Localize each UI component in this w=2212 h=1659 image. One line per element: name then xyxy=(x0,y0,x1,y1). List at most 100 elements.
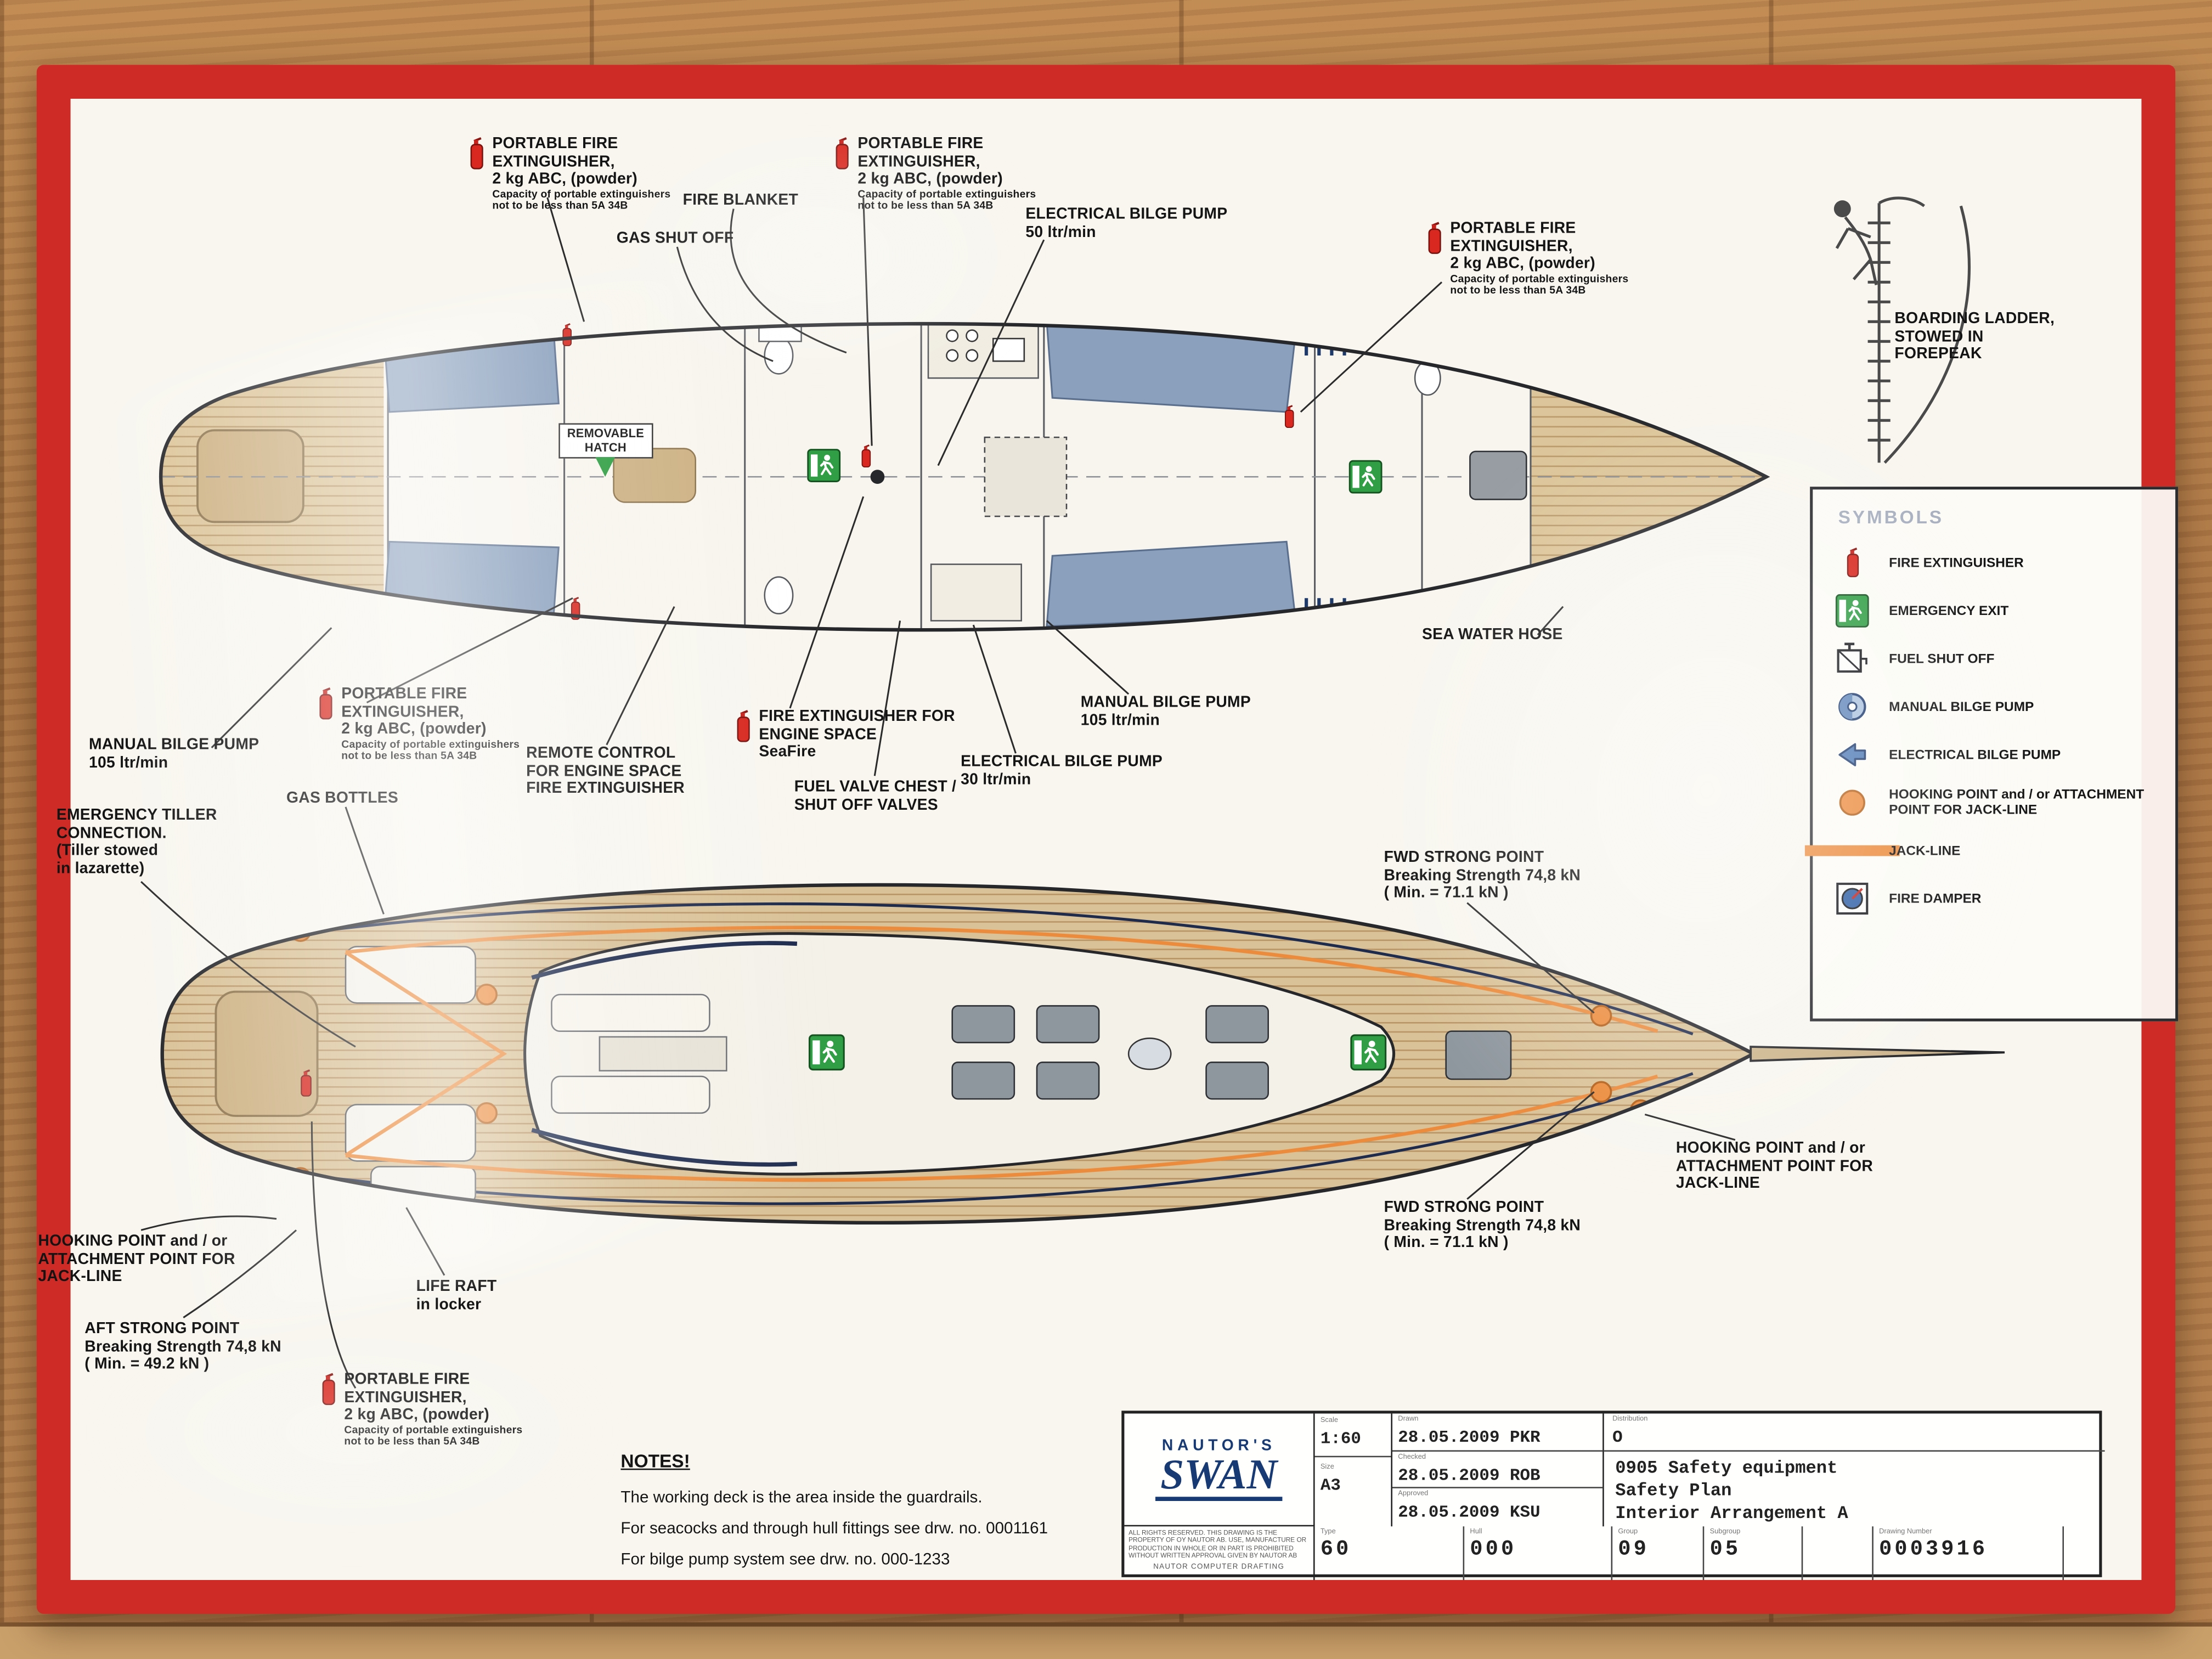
legend-label: FIRE DAMPER xyxy=(1889,890,1982,907)
genoa-track xyxy=(331,902,1694,1036)
scale-cell: Scale 1:60 Size A3 xyxy=(1314,1413,1392,1527)
leader-line xyxy=(730,208,847,354)
legend-label: EMERGENCY EXIT xyxy=(1889,603,2009,619)
notes-block: NOTES! The working deck is the area insi… xyxy=(620,1450,1048,1576)
leader-line xyxy=(1537,606,1564,636)
signature-value: 28.05.2009 ROB xyxy=(1398,1465,1541,1485)
fuel-shut-off-icon xyxy=(1830,642,1875,676)
stern-table xyxy=(215,990,319,1117)
notes-lines: The working deck is the area inside the … xyxy=(620,1483,1048,1576)
legend-item-fire-damper: FIRE DAMPER xyxy=(1813,874,2175,922)
code-value: 09 xyxy=(1618,1537,1650,1562)
note-line: For seacocks and through hull fittings s… xyxy=(620,1521,1048,1538)
table-edge xyxy=(0,1622,2212,1659)
fire-extinguisher-icon xyxy=(1830,546,1875,580)
callout-fire-blanket: FIRE BLANKET xyxy=(683,192,799,210)
code-label: Group xyxy=(1618,1527,1638,1537)
electrical-bilge-pump-icon xyxy=(1830,738,1875,772)
logo-text-top: NAUTOR'S xyxy=(1161,1437,1276,1455)
code-value: 000 xyxy=(1470,1537,1517,1562)
legend-item-manual-bilge-pump: MANUAL BILGE PUMP xyxy=(1813,683,2175,731)
leader-line xyxy=(676,246,774,362)
title-block: NAUTOR'S SWAN ALL RIGHTS RESERVED. THIS … xyxy=(1121,1410,2105,1580)
mast-collar xyxy=(1127,1037,1172,1070)
legend-item-fire-extinguisher: FIRE EXTINGUISHER xyxy=(1813,539,2175,586)
fire-extinguisher-icon xyxy=(316,686,336,723)
leader-line xyxy=(1300,281,1443,413)
fire-extinguisher-icon xyxy=(832,136,852,172)
legal-text: ALL RIGHTS RESERVED. THIS DRAWING IS THE… xyxy=(1128,1529,1307,1559)
code-value: 60 xyxy=(1320,1537,1352,1562)
distribution-cell: Distribution O xyxy=(1604,1414,2105,1451)
leader-line xyxy=(366,597,573,703)
emergency-exit-icon xyxy=(1830,594,1875,628)
label-text: SEA WATER HOSE xyxy=(1422,626,1563,644)
callout-sea-water-hose: SEA WATER HOSE xyxy=(1422,627,1563,644)
leader-line xyxy=(311,1121,357,1389)
bow-spike xyxy=(1750,1046,2005,1062)
signature-label: Approved xyxy=(1398,1489,1429,1499)
drawing-title-line: 0905 Safety equipment xyxy=(1615,1458,1838,1478)
legend-label: HOOKING POINT and / or ATTACHMENT POINT … xyxy=(1889,787,2145,819)
leader-line xyxy=(937,239,1045,466)
note-line: For bilge pump system see drw. no. 000-1… xyxy=(620,1551,950,1569)
fire-extinguisher-icon xyxy=(467,136,487,172)
engine-room xyxy=(984,436,1068,517)
leader-line xyxy=(1466,902,1595,1014)
drawing-title: 0905 Safety equipment Safety Plan Interi… xyxy=(1604,1451,2105,1530)
logo-text-main: SWAN xyxy=(1154,1454,1283,1501)
legend-item-electrical-bilge-pump: ELECTRICAL BILGE PUMP xyxy=(1813,731,2175,778)
boarding-ladder-sketch xyxy=(1833,196,1971,464)
note-line: The working deck is the area inside the … xyxy=(620,1489,983,1507)
notes-heading: NOTES! xyxy=(620,1450,690,1471)
windshield xyxy=(531,941,798,1167)
cockpit-bench xyxy=(551,994,710,1032)
scale-value: 1:60 xyxy=(1320,1429,1361,1449)
title-cell: Distribution O 0905 Safety equipment Saf… xyxy=(1604,1414,2105,1527)
boat-top-view xyxy=(159,321,1770,632)
cockpit-bench xyxy=(551,1075,710,1114)
code-label: Type xyxy=(1320,1527,1336,1537)
legal-text-cell: ALL RIGHTS RESERVED. THIS DRAWING IS THE… xyxy=(1124,1526,1315,1580)
distribution-label: Distribution xyxy=(1612,1415,1648,1424)
hooking-point-icon xyxy=(1830,786,1875,820)
galley xyxy=(927,324,1039,379)
jack-line-icon xyxy=(1804,834,1900,868)
code-label: Hull xyxy=(1470,1527,1482,1537)
code-value: 0003916 xyxy=(1879,1537,1988,1562)
callout-gas-shut-off: GAS SHUT OFF xyxy=(617,230,734,247)
legend-label: FUEL SHUT OFF xyxy=(1889,651,1995,667)
deck-hatches xyxy=(951,1005,1512,1100)
leader-line xyxy=(405,1207,445,1276)
leader-line xyxy=(1466,1091,1595,1200)
legend-label: ELECTRICAL BILGE PUMP xyxy=(1889,747,2061,763)
fire-extinguisher-icon xyxy=(319,1371,338,1408)
